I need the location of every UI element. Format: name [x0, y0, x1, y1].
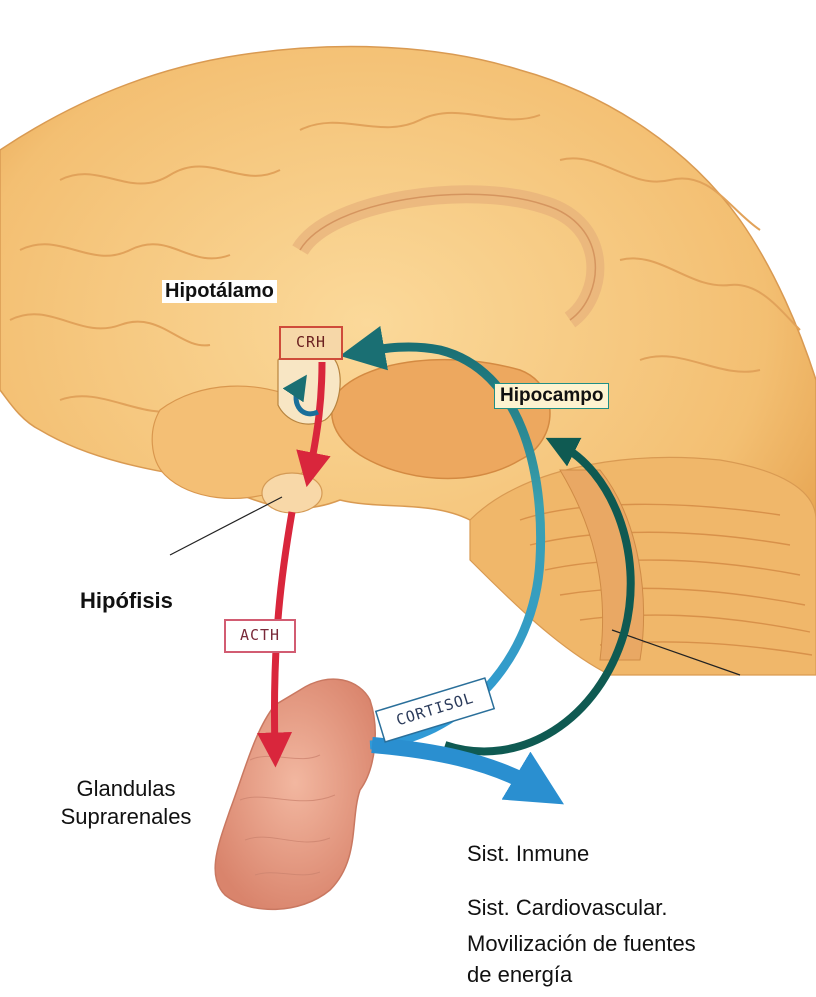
energia-line2: de energía — [467, 959, 696, 990]
energia-line1: Movilización de fuentes — [467, 928, 696, 959]
glandulas-line2: Suprarenales — [16, 804, 236, 830]
cardio-label: Sist. Cardiovascular. — [467, 895, 668, 921]
hipocampo-label: Hipocampo — [494, 383, 609, 409]
hipotalamo-label: Hipotálamo — [162, 280, 277, 303]
glandulas-label: Glandulas Suprarenales — [16, 776, 236, 830]
glandulas-line1: Glandulas — [16, 776, 236, 802]
energia-label: Movilización de fuentes de energía — [467, 928, 696, 990]
hipofisis-label: Hipófisis — [80, 588, 173, 614]
acth-label: ACTH — [225, 626, 295, 644]
inmune-label: Sist. Inmune — [467, 841, 589, 867]
systems-arrow — [372, 745, 540, 790]
brain-illustration — [0, 47, 816, 675]
crh-label: CRH — [280, 333, 342, 351]
pituitary-gland — [262, 473, 322, 513]
hipofisis-pointer-line — [170, 497, 282, 555]
